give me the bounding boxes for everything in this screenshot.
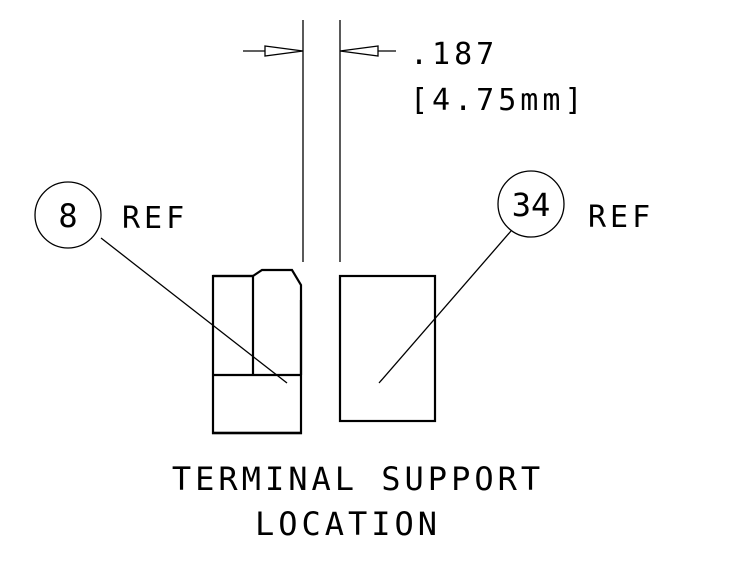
terminal-part-right [338,274,437,423]
dimension-value-mm: [4.75mm] [410,83,587,118]
balloon-34: 34 [497,170,565,238]
balloon-34-number: 34 [512,186,551,224]
balloon-8-number: 8 [58,197,77,235]
caption-line-1: TERMINAL SUPPORT [172,460,544,498]
balloon-34-ref-label: REF [588,200,654,235]
dimension-value-inches: .187 [410,37,498,72]
leader-line-34 [378,230,512,384]
dimension-arrow-left [243,45,304,57]
caption-line-2: LOCATION [255,505,441,543]
balloon-8: 8 [34,181,102,249]
dimension-arrow-right [339,45,396,57]
leader-line-8 [100,237,288,384]
balloon-8-ref-label: REF [122,201,188,236]
terminal-part-left [211,268,305,435]
